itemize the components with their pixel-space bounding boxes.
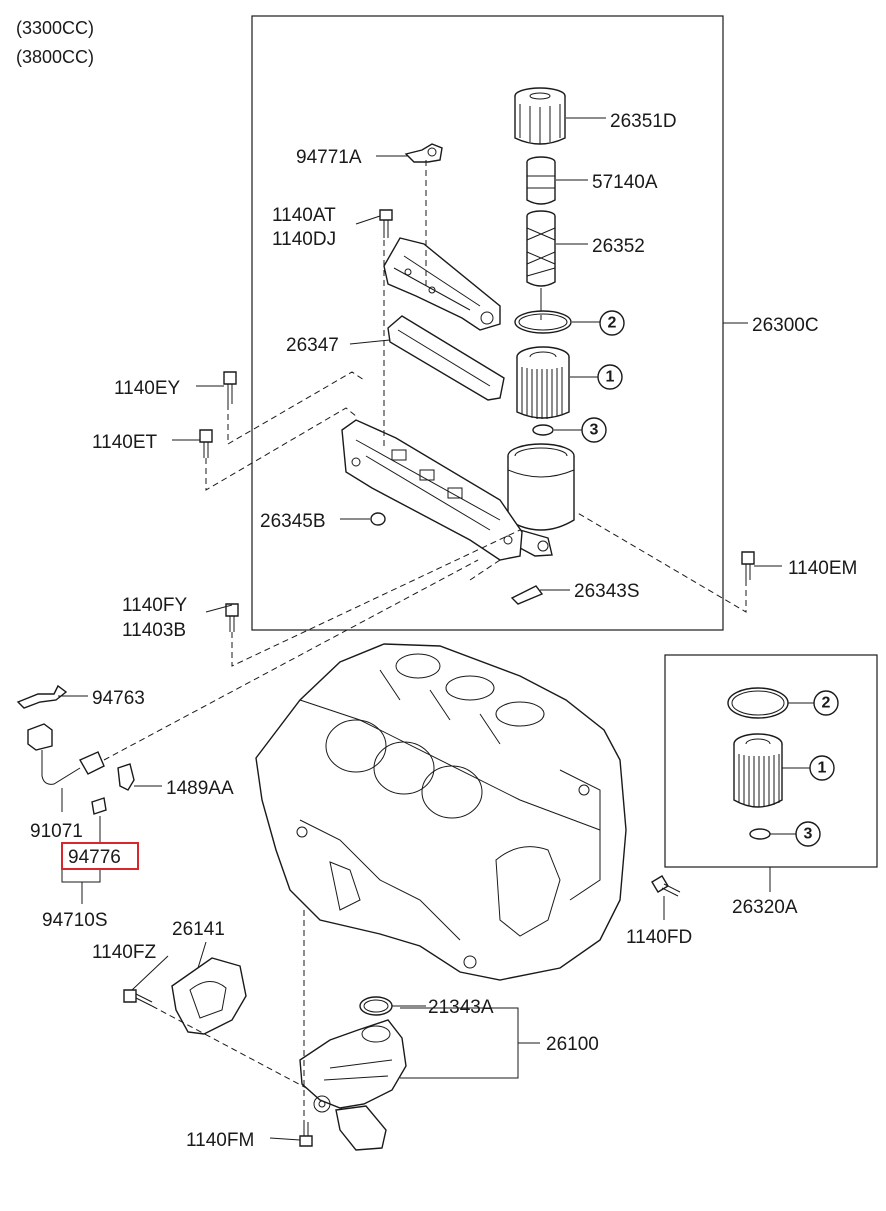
leader-lines [58, 117, 814, 1141]
callout-3-main [581, 417, 607, 443]
engine-block-illustration [255, 643, 627, 981]
callout-2-main [599, 310, 625, 336]
filter-element-illustration[interactable] [516, 346, 570, 419]
label-bolt-fy[interactable]: 1140FY [122, 595, 187, 616]
label-clamp[interactable]: 1489AA [166, 778, 234, 799]
selected-part-highlight [61, 842, 139, 870]
bolt-fm-illustration[interactable] [299, 1122, 313, 1147]
bolt-fd-illustration[interactable] [651, 875, 681, 897]
oring-large-illustration[interactable] [514, 310, 572, 334]
bolt-fy-illustration[interactable] [225, 603, 239, 632]
kit-oring-large-illustration[interactable] [727, 687, 789, 719]
oring-small-illustration[interactable] [532, 424, 554, 436]
label-plug[interactable]: 26345B [260, 511, 326, 532]
filter-element-holder-illustration[interactable] [526, 210, 556, 318]
filter-cap-illustration[interactable] [514, 87, 566, 145]
label-bracket-top[interactable]: 94771A [296, 147, 362, 168]
label-bolt-at[interactable]: 1140AT [272, 205, 336, 226]
label-sensor-assembly[interactable]: 94710S [42, 910, 108, 931]
label-bolt-dj[interactable]: 1140DJ [272, 229, 336, 250]
engine-variant-3300: (3300CC) [16, 18, 94, 38]
label-clip[interactable]: 26343S [574, 581, 640, 602]
callout-2-main-label: 2 [608, 315, 617, 332]
cover-illustration[interactable] [171, 957, 247, 1035]
engine-variant-3800: (3800CC) [16, 47, 94, 67]
sensor-illustration[interactable] [27, 723, 105, 785]
bracket-top-illustration[interactable] [404, 143, 443, 163]
label-oil-filter-assembly[interactable]: 26300C [752, 315, 819, 336]
clamp-illustration[interactable] [117, 763, 135, 791]
callout-3-kit-label: 3 [804, 826, 813, 843]
label-bracket-sensor[interactable]: 94763 [92, 688, 145, 709]
filter-valve-illustration[interactable] [526, 156, 556, 205]
label-sensor[interactable]: 91071 [30, 821, 83, 842]
bolt-ey-illustration[interactable] [223, 371, 237, 404]
label-bolt-fm[interactable]: 1140FM [186, 1130, 254, 1151]
kit-oring-small-illustration[interactable] [749, 828, 771, 840]
label-bolt-ey[interactable]: 1140EY [114, 378, 181, 399]
label-cover[interactable]: 26141 [172, 919, 225, 940]
label-bolt-fz[interactable]: 1140FZ [92, 942, 156, 963]
label-filter-element-holder[interactable]: 26352 [592, 236, 645, 257]
oil-pump-illustration[interactable] [299, 1019, 407, 1151]
callout-2-kit [813, 690, 839, 716]
dashed-alignment-lines [103, 160, 747, 1122]
label-filter-kit[interactable]: 26320A [732, 897, 798, 918]
filter-housing-illustration[interactable] [507, 443, 575, 557]
label-bolt-3b[interactable]: 11403B [122, 620, 186, 641]
label-bolt-em[interactable]: 1140EM [788, 558, 857, 579]
gasket-illustration[interactable] [387, 315, 505, 401]
bolt-et-illustration[interactable] [199, 429, 213, 458]
label-bolt-fd[interactable]: 1140FD [626, 927, 692, 948]
label-gasket[interactable]: 26347 [286, 335, 339, 356]
clip-illustration[interactable] [510, 585, 544, 605]
label-bolt-et[interactable]: 1140ET [92, 432, 158, 453]
label-oring-pump[interactable]: 21343A [428, 997, 494, 1018]
label-filter-valve[interactable]: 57140A [592, 172, 658, 193]
label-filter-cap[interactable]: 26351D [610, 111, 677, 132]
callout-1-main [597, 364, 623, 390]
bolt-at-illustration[interactable] [379, 209, 393, 238]
kit-filter-element-illustration[interactable] [733, 733, 783, 808]
label-selected-part[interactable]: 94776 [68, 847, 121, 868]
bolt-em-illustration[interactable] [741, 551, 755, 580]
callout-2-kit-label: 2 [822, 695, 831, 712]
callout-1-kit [809, 755, 835, 781]
callout-3-main-label: 3 [590, 422, 599, 439]
oring-pump-illustration[interactable] [359, 996, 393, 1016]
selected-part-illustration[interactable] [91, 797, 107, 815]
bracket-sensor-illustration[interactable] [16, 684, 68, 709]
plug-illustration[interactable] [370, 512, 386, 526]
filter-kit-box [664, 654, 878, 868]
callout-3-kit [795, 821, 821, 847]
manifold-cover-illustration[interactable] [383, 237, 501, 331]
callout-1-main-label: 1 [606, 369, 615, 386]
bolt-fz-illustration[interactable] [123, 989, 153, 1007]
cooler-base-illustration[interactable] [341, 419, 523, 561]
callout-1-kit-label: 1 [818, 760, 827, 777]
label-oil-pump-assembly[interactable]: 26100 [546, 1034, 599, 1055]
